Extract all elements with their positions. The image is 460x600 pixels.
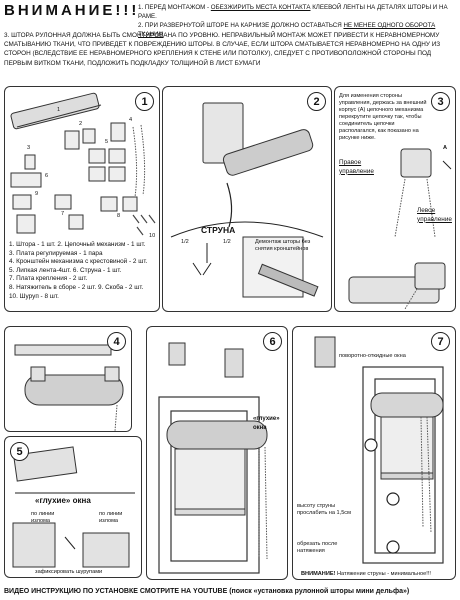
mount-illustration (14, 344, 124, 431)
bend-line-label-1: по линии излома (31, 511, 55, 524)
callout-1: 1 (57, 107, 61, 113)
callout-6: 6 (45, 173, 49, 179)
callout-10: 10 (149, 233, 156, 239)
window-illustration (158, 342, 268, 574)
removal-caption: Демонтаж шторы без снятия кронштейнов (255, 239, 311, 252)
callout-8: 8 (117, 213, 121, 219)
control-side-text: Для изменения стороны управления, держас… (339, 93, 427, 141)
parts-illustration (10, 92, 156, 236)
step-1-number: 1 (135, 92, 154, 111)
tension-warning: ВНИМАНИЕ! Натяжение струны - минимальное… (301, 571, 431, 578)
screws-label: зафиксировать шурупами (35, 569, 103, 575)
part-line-3: 4. Кронштейн механизма с крестовиной - 2… (9, 258, 148, 266)
panel-4-mount: 4 (4, 326, 132, 432)
part-line-1: 1. Штора - 1 шт. 2. Цепочный механизм - … (9, 241, 146, 248)
warning-label: ВНИМАНИЕ! (301, 571, 336, 577)
string-label: СТРУНА (201, 225, 236, 235)
note2-a: 2. ПРИ РАЗВЕРНУТОЙ ШТОРЕ НА КАРНИЗЕ ДОЛЖ… (138, 22, 344, 29)
blind-windows-label: «глухие» окна (35, 496, 91, 505)
step-6-number: 6 (263, 332, 282, 351)
panel-7-tilt-windows: 7 поворотно-откидные окна высоту струны … (292, 326, 456, 580)
note1-c: КЛЕЕВОЙ ЛЕНТЫ НА ДЕТАЛЯХ ШТОРЫ И НА РАМЕ… (138, 4, 448, 20)
callout-7: 7 (61, 211, 65, 217)
part-line-2: 3. Плата регулируемая - 1 пара (9, 249, 103, 257)
callout-3: 3 (27, 145, 31, 151)
label-a: А (443, 145, 448, 151)
removal-illustration (170, 102, 324, 298)
step-3-number: 3 (431, 92, 450, 111)
tilt-windows-label: поворотно-откидные окна (339, 353, 406, 359)
parts-list: 1. Штора - 1 шт. 2. Цепочный механизм - … (9, 241, 147, 301)
panel-3-control-side: 3 Для изменения стороны управления, держ… (334, 86, 456, 312)
step-4-number: 4 (107, 332, 126, 351)
note1-b: ОБЕЗЖИРИТЬ МЕСТА КОНТАКТА (210, 4, 311, 11)
part-line-4: 5. Липкая лента-4шт. 6. Струна - 1 шт. (9, 266, 122, 274)
panel-5-blind-windows: 5 «глухие» окна по линии излома по линии… (4, 436, 142, 578)
callout-9: 9 (35, 191, 39, 197)
warning-text: Натяжение струны - минимальное!!! (335, 571, 431, 577)
intro-text: 3. ШТОРА РУЛОННАЯ ДОЛЖНА БЫТЬ СМОНТИРОВА… (4, 32, 441, 67)
blind-window-illustration (12, 446, 135, 568)
step-7-number: 7 (431, 332, 450, 351)
panel-6-blind-windows: 6 «глухие» окна (146, 326, 288, 580)
callout-2: 2 (79, 121, 83, 127)
callout-4: 4 (129, 117, 133, 123)
part-line-6: 8. Натяжитель в сборе - 2 шт. 9. Скоба -… (9, 283, 144, 291)
page-title: ВНИМАНИЕ!!! (4, 2, 140, 19)
half-right: 1/2 (223, 239, 231, 245)
chain-illustration (348, 148, 452, 310)
string-height-note: высоту струны прослабить на 1,5см (297, 503, 351, 516)
header-notes: 1. ПЕРЕД МОНТАЖОМ - ОБЕЗЖИРИТЬ МЕСТА КОН… (138, 3, 458, 39)
note1-a: 1. ПЕРЕД МОНТАЖОМ - (138, 4, 211, 11)
left-control-label: Левое управление (417, 207, 452, 223)
right-control-label: Правое управление (339, 159, 374, 175)
part-line-7: 10. Шуруп - 8 шт. (9, 292, 59, 300)
note2-b: НЕ МЕНЕЕ ОДНОГО ОБОРОТА ТКАНИ!!! (138, 22, 436, 38)
panel-1-parts: 1 1 2 3 4 5 6 7 8 9 10 1. Штора - 1 шт. … (4, 86, 160, 312)
blind-windows-label-6: «глухие» окна (253, 416, 280, 431)
bend-line-label-2: по линии излома (99, 511, 123, 524)
video-instruction-footer: ВИДЕО ИНСТРУКЦИЮ ПО УСТАНОВКЕ СМОТРИТЕ Н… (4, 588, 410, 595)
step-2-number: 2 (307, 92, 326, 111)
part-line-5: 7. Плата крепления - 2 шт. (9, 275, 88, 283)
panel-2-removal: 2 СТРУНА 1/2 1/2 Демонтаж шторы без снят… (162, 86, 332, 312)
step-5-number: 5 (10, 442, 29, 461)
tilt-window-illustration (314, 336, 444, 564)
cut-note: обрезать после натяжения (297, 541, 338, 554)
half-left: 1/2 (181, 239, 189, 245)
callout-5: 5 (105, 139, 109, 145)
